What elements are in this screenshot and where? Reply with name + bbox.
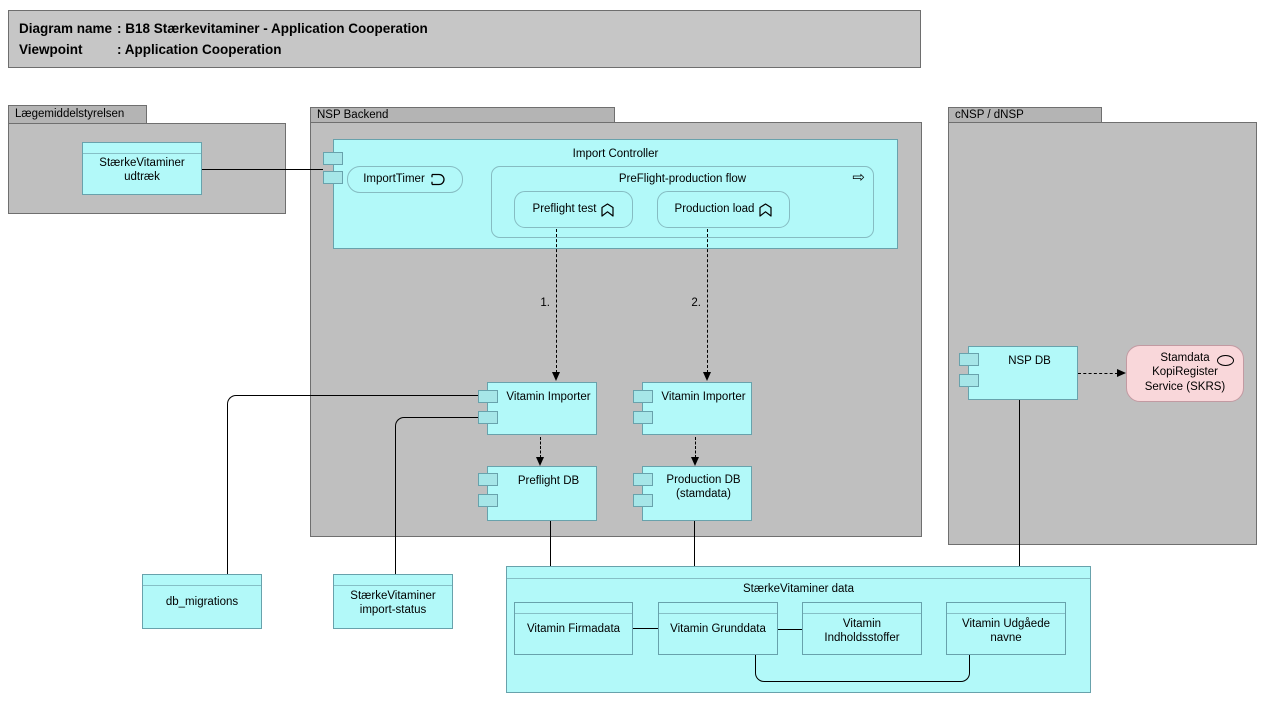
node-label: Vitamin Grunddata (670, 623, 766, 635)
node-vitamin-importer-2[interactable]: Vitamin Importer (642, 382, 752, 435)
node-staerkevitaminer-udtraek[interactable]: StærkeVitaminer udtræk (82, 142, 202, 195)
data-object-band (947, 603, 1065, 614)
node-production-db[interactable]: Production DB (stamdata) (642, 466, 752, 521)
function-icon (759, 202, 773, 217)
connector-dbmigrations-importer (227, 395, 478, 574)
data-object-band (659, 603, 777, 614)
component-port-icon (633, 473, 653, 486)
connector-preflighttest-importer (556, 229, 557, 373)
node-label: Stamdata KopiRegister Service (SKRS) (1144, 352, 1226, 393)
flow-order-label-1: 1. (540, 297, 550, 309)
process-arrow-icon: ⇨ (852, 169, 865, 186)
data-object-band (515, 603, 632, 614)
node-label: Production DB (stamdata) (666, 474, 741, 501)
diagram-name-row: Diagram name : B18 Stærkevitaminer - App… (19, 18, 910, 39)
connector-preflightdb-data (550, 521, 551, 566)
diagram-name-value: : B18 Stærkevitaminer - Application Coop… (117, 21, 428, 36)
group-label: Lægemiddelstyrelsen (15, 108, 125, 120)
service-icon (1217, 355, 1234, 366)
arrowhead-icon (703, 372, 711, 381)
group-body-cnsp-dnsp[interactable] (948, 122, 1257, 545)
node-label: NSP DB (1008, 355, 1051, 367)
data-object-band (143, 575, 261, 586)
node-db-migrations[interactable]: db_migrations (142, 574, 262, 629)
group-label: cNSP / dNSP (955, 109, 1024, 121)
node-vitamin-indholdsstoffer[interactable]: Vitamin Indholdsstoffer (802, 602, 922, 655)
component-port-icon (633, 411, 653, 424)
node-label: Vitamin Firmadata (526, 623, 621, 635)
component-port-icon (959, 353, 979, 366)
node-label: ImportTimer (363, 173, 425, 186)
node-label: Vitamin Udgåede navne (961, 618, 1050, 645)
viewpoint-row: Viewpoint : Application Cooperation (19, 39, 910, 60)
node-label: StærkeVitaminer data (742, 583, 854, 595)
node-preflight-db[interactable]: Preflight DB (487, 466, 597, 521)
node-skrs-service[interactable]: Stamdata KopiRegister Service (SKRS) (1126, 345, 1244, 402)
node-import-status[interactable]: StærkeVitaminer import-status (333, 574, 453, 629)
component-port-icon (478, 411, 498, 424)
component-port-icon (633, 494, 653, 507)
connector-firmadata-grunddata (633, 628, 658, 629)
node-preflight-test[interactable]: Preflight test (514, 191, 633, 228)
arrowhead-icon (536, 457, 544, 466)
node-label: Preflight test (532, 203, 597, 216)
component-port-icon (478, 390, 498, 403)
data-object-band (803, 603, 921, 614)
group-tab-laegemiddelstyrelsen[interactable]: Lægemiddelstyrelsen (8, 105, 147, 124)
node-production-load[interactable]: Production load (657, 191, 790, 228)
node-label: Production load (674, 203, 755, 216)
viewpoint-value: : Application Cooperation (117, 42, 282, 57)
arrowhead-icon (1117, 369, 1126, 377)
node-label: StærkeVitaminer udtræk (99, 157, 185, 184)
connector-productionload-importer (707, 229, 708, 373)
arrowhead-icon (691, 457, 699, 466)
node-vitamin-udgaede-navne[interactable]: Vitamin Udgåede navne (946, 602, 1066, 655)
node-label: PreFlight-production flow (618, 173, 747, 185)
connector-importer-productiondb (695, 437, 696, 458)
group-tab-cnsp-dnsp[interactable]: cNSP / dNSP (948, 107, 1102, 123)
node-label: Import Controller (572, 148, 659, 160)
node-label: StærkeVitaminer import-status (350, 590, 436, 617)
connector-importer-preflightdb (540, 437, 541, 458)
connector-nspdb-skrs (1078, 373, 1118, 374)
diagram-title-box: Diagram name : B18 Stærkevitaminer - App… (8, 10, 921, 68)
group-tab-nsp-backend[interactable]: NSP Backend (310, 107, 615, 123)
node-vitamin-firmadata[interactable]: Vitamin Firmadata (514, 602, 633, 655)
data-object-band (83, 143, 201, 154)
flow-order-label-2: 2. (691, 297, 701, 309)
connector-importstatus-importer (395, 417, 478, 574)
node-label: db_migrations (165, 596, 239, 608)
connector-udtraek-importcontroller (202, 169, 323, 170)
viewpoint-label: Viewpoint (19, 42, 83, 57)
node-label: Vitamin Importer (661, 391, 746, 403)
node-vitamin-importer-1[interactable]: Vitamin Importer (487, 382, 597, 435)
event-icon (430, 173, 447, 186)
connector-nspdb-data (1019, 400, 1020, 566)
node-label: Vitamin Importer (506, 391, 591, 403)
component-port-icon (478, 473, 498, 486)
arrowhead-icon (552, 372, 560, 381)
node-nsp-db[interactable]: NSP DB (968, 346, 1078, 400)
component-port-icon (323, 152, 343, 165)
component-port-icon (323, 171, 343, 184)
function-icon (601, 202, 615, 217)
component-port-icon (959, 374, 979, 387)
data-object-band (334, 575, 452, 586)
node-label: Preflight DB (517, 475, 580, 487)
node-vitamin-grunddata[interactable]: Vitamin Grunddata (658, 602, 778, 655)
connector-productiondb-data (694, 521, 695, 566)
component-port-icon (633, 390, 653, 403)
data-object-band (507, 567, 1090, 579)
group-label: NSP Backend (317, 109, 389, 121)
connector-grunddata-udgaede (755, 655, 970, 682)
node-import-timer[interactable]: ImportTimer (347, 166, 463, 193)
diagram-name-label: Diagram name (19, 21, 113, 36)
connector-grunddata-indholdsstoffer (778, 629, 802, 630)
component-port-icon (478, 494, 498, 507)
node-label: Vitamin Indholdsstoffer (824, 618, 900, 645)
